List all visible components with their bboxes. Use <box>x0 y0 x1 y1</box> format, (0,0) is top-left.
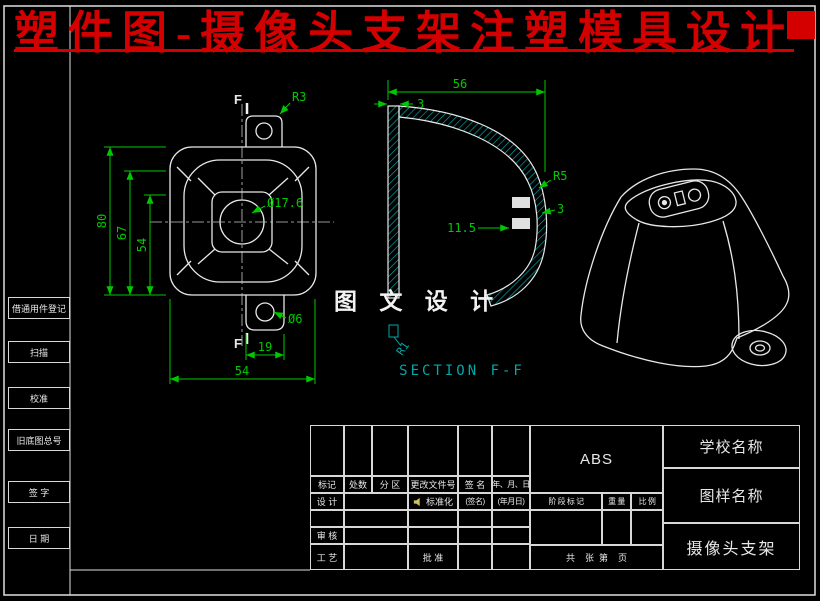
r3-label: R3 <box>292 90 306 104</box>
tb-sheet-count: 共 张 第 页 <box>530 545 663 570</box>
clip-feature-bottom <box>512 218 530 229</box>
clip-feature-top <box>512 197 530 208</box>
dim-3-side-label: 3 <box>557 202 564 216</box>
tb-header-mark: 标记 <box>310 476 344 493</box>
tb-empty <box>310 425 344 476</box>
sidebar-label: 旧底图总号 <box>16 435 62 446</box>
tb-standard: 标准化 <box>408 493 458 510</box>
tb-empty <box>602 510 631 545</box>
dia-6-label: Ø6 <box>288 312 302 326</box>
sidebar-label: 日 期 <box>28 533 50 544</box>
tb-empty <box>631 510 663 545</box>
tb-standard-label: 标准化 <box>425 497 453 507</box>
watermark-text: 图 文 设 计 <box>334 288 501 314</box>
dim-67-label: 67 <box>115 226 129 240</box>
tb-empty <box>458 425 492 476</box>
dim-56-label: 56 <box>453 77 467 91</box>
tb-header-sign: 签 名 <box>458 476 492 493</box>
front-view-dimensions <box>104 102 316 384</box>
tb-empty <box>344 544 408 570</box>
tb-header-zone: 分 区 <box>372 476 408 493</box>
tb-weight: 重 量 <box>602 493 631 510</box>
sidebar-cell-proof: 校准 <box>8 387 70 409</box>
tb-empty <box>344 527 408 544</box>
sheet-frame <box>3 5 816 596</box>
tb-header-date: 年、月、日 <box>492 476 530 493</box>
tb-school-name: 学校名称 <box>663 425 800 468</box>
megaphone-icon <box>413 497 423 507</box>
tb-design: 设 计 <box>310 493 344 510</box>
tb-empty <box>492 425 530 476</box>
sidebar-label: 扫描 <box>29 347 48 358</box>
section-caption: SECTION F-F <box>399 363 525 379</box>
tb-empty <box>492 544 530 570</box>
dim-54v-label: 54 <box>135 238 149 252</box>
tb-empty <box>372 425 408 476</box>
tb-empty <box>408 527 458 544</box>
tb-approve: 批 准 <box>408 544 458 570</box>
tb-empty <box>408 510 458 527</box>
r5-label: R5 <box>553 169 567 183</box>
sidebar-cell-signature: 签 字 <box>8 481 70 503</box>
red-block <box>787 11 815 39</box>
front-view: 80 67 54 19 54 Ø17.6 R3 Ø6 F F <box>95 90 334 384</box>
mount-tab <box>731 329 787 367</box>
page-title-text: 塑件图-摄像头支架注塑模具设计 <box>14 8 794 58</box>
dim-54h-label: 54 <box>235 364 249 378</box>
tb-empty <box>458 527 492 544</box>
section-wall <box>387 105 400 299</box>
dim-19-label: 19 <box>258 340 272 354</box>
dia-17-6-label: Ø17.6 <box>267 196 303 210</box>
r1-label: R1 <box>394 339 412 357</box>
sidebar-label: 校准 <box>29 393 48 404</box>
tb-drawing-name-label: 图样名称 <box>663 468 800 523</box>
dim-3-top-label: 3 <box>417 97 424 111</box>
title-block: 标记 处数 分 区 更改文件号 签 名 年、月、日 设 计 标准化 (签名) (… <box>310 425 800 570</box>
tb-empty <box>408 425 458 476</box>
tb-empty <box>344 510 408 527</box>
section-letter-bottom: F <box>234 336 242 351</box>
isometric-view <box>580 168 790 368</box>
tb-empty <box>344 493 408 510</box>
tb-stage: 阶 段 标 记 <box>530 493 602 510</box>
connector-detail <box>648 180 710 218</box>
tb-part-name: 摄像头支架 <box>663 523 800 570</box>
sidebar-cell-date: 日 期 <box>8 527 70 549</box>
section-view: 56 3 11.5 R5 3 R1 SECTION F-F <box>374 77 567 379</box>
section-letter-top: F <box>234 92 242 107</box>
detail-stamp <box>388 324 399 338</box>
tb-empty <box>492 510 530 527</box>
sidebar-label: 签 字 <box>28 487 50 498</box>
sidebar-label: 借通用件登记 <box>11 303 66 314</box>
tb-review: 审 核 <box>310 527 344 544</box>
tb-empty <box>458 510 492 527</box>
tb-empty <box>530 510 602 545</box>
sidebar-cell-register: 借通用件登记 <box>8 297 70 319</box>
section-dimensions <box>374 80 556 232</box>
dim-80-label: 80 <box>95 214 109 228</box>
centerlines <box>150 104 334 346</box>
section-shell <box>398 105 548 307</box>
sidebar-cell-scan: 扫描 <box>8 341 70 363</box>
tb-empty <box>310 510 344 527</box>
tb-header-doc: 更改文件号 <box>408 476 458 493</box>
tb-material: ABS <box>530 425 663 493</box>
tb-empty <box>344 425 372 476</box>
tb-empty <box>458 544 492 570</box>
tb-header-count: 处数 <box>344 476 372 493</box>
tb-empty <box>492 527 530 544</box>
tb-scale: 比 例 <box>631 493 663 510</box>
dim-11-5-label: 11.5 <box>447 221 476 235</box>
tb-process: 工 艺 <box>310 544 344 570</box>
page-title: 塑件图-摄像头支架注塑模具设计 <box>14 0 794 61</box>
sidebar-cell-old-drawing-no: 旧底图总号 <box>8 429 70 451</box>
tb-sign-placeholder: (签名) <box>458 493 492 510</box>
tb-date-placeholder: (年月日) <box>492 493 530 510</box>
